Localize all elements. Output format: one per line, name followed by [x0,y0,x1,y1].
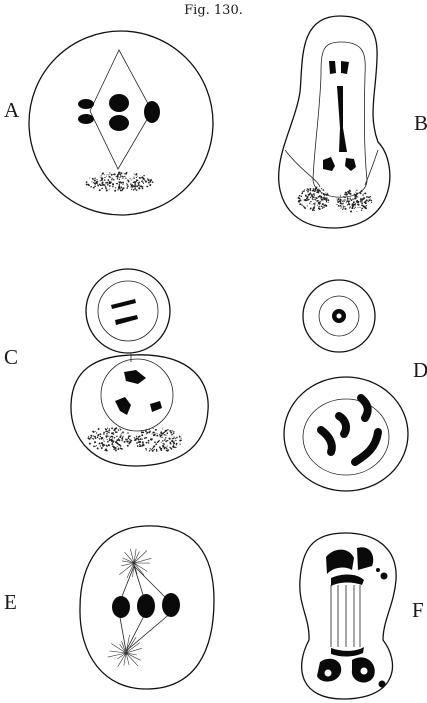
panel-c-small-cell-wall [86,269,170,353]
panel-e-aster-bottom [108,635,142,667]
panel-f-chromosomes [317,547,388,687]
panel-f-drawing [300,533,396,699]
panel-a-granules [86,172,154,192]
panel-c-small-chromosomes [111,299,138,325]
panel-b-cell-wall [279,16,390,228]
panel-b-granules [298,186,373,212]
panel-d-drawing [284,280,408,491]
panel-d-chromosomes [321,398,378,462]
panel-e-aster-top [119,549,151,578]
panel-e-drawing [80,526,214,689]
panel-c-large-nucleus [101,359,173,431]
panel-e-chromosomes [112,593,180,618]
panel-b-chromosomes [323,61,356,171]
panel-f-spindle-fibres [331,585,360,647]
panel-c-large-cell-wall [71,355,208,466]
panel-b-drawing [279,16,390,228]
panel-c-small-nucleus [98,281,158,341]
panel-a-drawing [29,31,213,215]
panel-c-drawing [71,269,208,466]
panel-c-large-chromosomes [115,370,162,415]
